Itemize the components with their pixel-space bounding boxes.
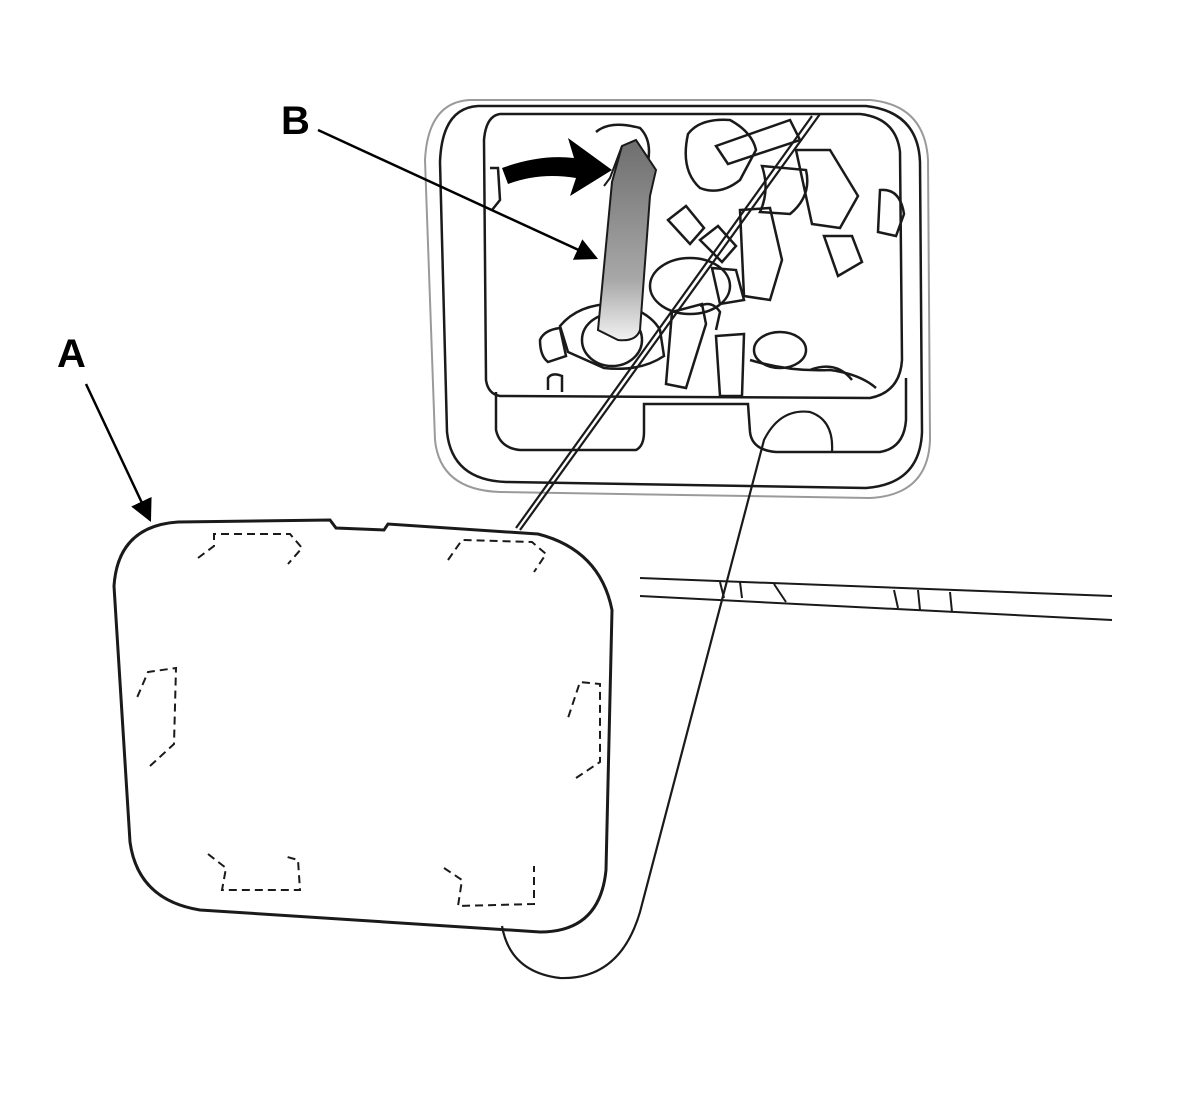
body-trim-line: [639, 577, 1113, 621]
callout-leaders: [84, 128, 599, 523]
pry-direction-arrow: [502, 138, 612, 196]
removal-tool: [596, 138, 658, 342]
callout-label-b: B: [281, 99, 310, 143]
lid-recess: [423, 99, 932, 500]
tether-cable: [500, 113, 834, 980]
fuel-lid-cover: [112, 518, 614, 934]
callout-label-a: A: [57, 332, 86, 376]
